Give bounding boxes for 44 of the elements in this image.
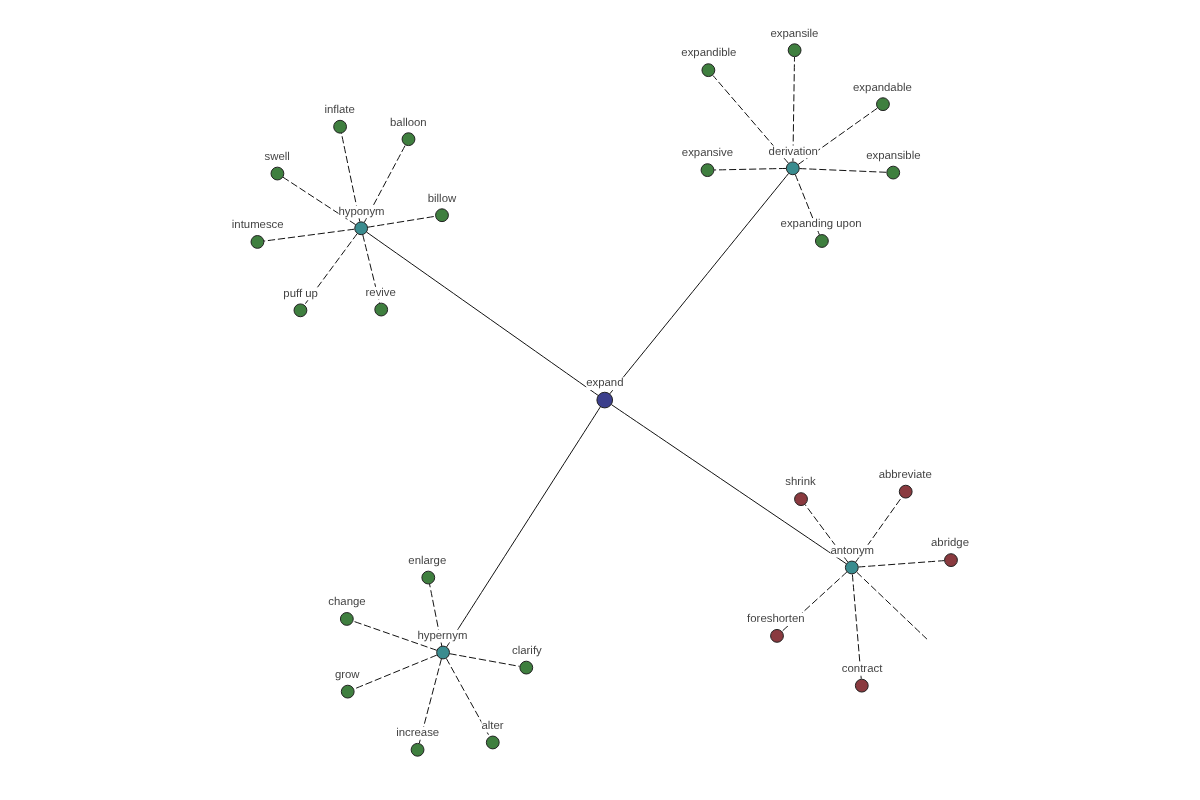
- node-circle: [434, 208, 448, 223]
- connector: [262, 228, 354, 242]
- connector: [448, 653, 520, 667]
- node-circle: [338, 612, 353, 626]
- connector: [712, 167, 786, 171]
- node-circle: [332, 119, 346, 134]
- connector: [303, 233, 357, 306]
- node-circle: [700, 63, 715, 78]
- node-circle: [897, 484, 912, 499]
- connector: [803, 503, 848, 563]
- node-circle: [786, 43, 801, 58]
- connector: [609, 404, 846, 565]
- node-circle: [339, 684, 354, 699]
- node-circle: [400, 132, 415, 147]
- connector: [797, 168, 886, 173]
- node-circle: [269, 166, 284, 181]
- connector: [281, 176, 356, 226]
- connector: [854, 496, 902, 563]
- connector: [796, 107, 878, 165]
- connector: [791, 56, 794, 162]
- connector: [352, 654, 437, 690]
- node-circle: [518, 660, 533, 675]
- connector: [711, 74, 788, 164]
- connector: [856, 560, 944, 568]
- connector: [351, 620, 437, 651]
- node-circle: [943, 553, 957, 567]
- connector: [780, 571, 847, 632]
- node-circle: [885, 165, 900, 180]
- connector: [444, 657, 489, 737]
- node-circle: [699, 163, 714, 178]
- node-circle: [793, 492, 807, 507]
- node-circle: [420, 570, 435, 585]
- node-circle: [249, 235, 264, 249]
- node-circle: [875, 97, 889, 112]
- connector: [855, 571, 928, 641]
- connector: [417, 658, 441, 744]
- connector: [362, 144, 405, 223]
- connector: [608, 172, 789, 395]
- connector: [850, 574, 861, 680]
- connector: [366, 215, 435, 228]
- connector: [445, 406, 600, 648]
- connector: [339, 132, 360, 223]
- connector: [793, 174, 819, 236]
- connector: [428, 583, 442, 647]
